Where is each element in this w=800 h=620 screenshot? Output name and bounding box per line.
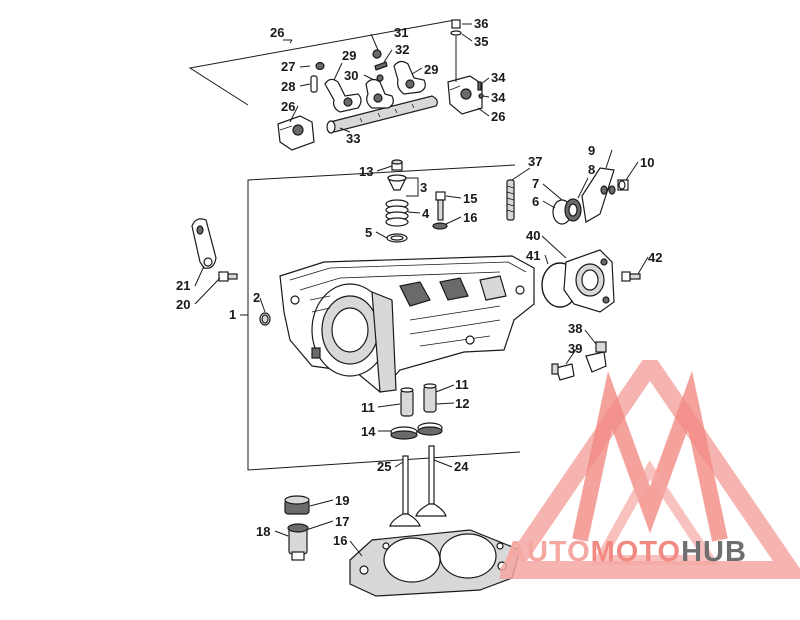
label-28: 28 <box>281 79 295 94</box>
label-1: 1 <box>229 307 236 322</box>
valve-spring-group <box>385 159 409 243</box>
label-14: 14 <box>361 424 376 439</box>
label-41: 40 <box>526 228 540 243</box>
label-4: 4 <box>422 206 430 221</box>
label-23: 24 <box>454 459 469 474</box>
label-17: 16 <box>333 533 347 548</box>
label-36: 35 <box>474 34 488 49</box>
label-21: 20 <box>176 297 190 312</box>
label-32: 32 <box>395 42 409 57</box>
sensor-group <box>551 341 607 381</box>
bolt-group-15-16 <box>432 191 448 230</box>
label-29-left: 29 <box>342 48 356 63</box>
label-9: 9 <box>588 143 595 158</box>
label-35: 34 <box>491 70 506 85</box>
label-26-right: 26 <box>491 109 505 124</box>
watermark-brand: AUTOMOTOHUB <box>505 536 747 569</box>
label-5: 5 <box>365 225 372 240</box>
valve-group <box>389 445 447 527</box>
leader-lines <box>194 23 649 557</box>
label-22: 21 <box>176 278 190 293</box>
watermark-part-auto: AUTO <box>505 536 591 568</box>
label-7: 7 <box>532 176 539 191</box>
stud-38 <box>506 179 515 221</box>
label-42: 41 <box>526 248 540 263</box>
label-12: 12 <box>455 396 469 411</box>
label-10: 10 <box>640 155 654 170</box>
label-31: 31 <box>394 25 408 40</box>
label-30: 30 <box>344 68 358 83</box>
label-37: 36 <box>474 16 488 31</box>
label-34: 34 <box>491 90 506 105</box>
label-8: 8 <box>588 162 595 177</box>
label-43: 42 <box>648 250 662 265</box>
label-11-left: 11 <box>361 400 375 415</box>
tensioner-group <box>552 167 629 225</box>
lifter-group <box>284 495 310 561</box>
label-27: 27 <box>281 59 295 74</box>
label-39: 38 <box>568 321 582 336</box>
label-16: 16 <box>463 210 477 225</box>
bracket-group <box>191 218 271 326</box>
head-gasket <box>349 529 521 597</box>
watermark-logo-icon <box>500 360 800 579</box>
part-labels: 26 27 28 26 29 30 31 32 29 33 36 35 34 3… <box>176 16 662 548</box>
label-18: 17 <box>335 514 349 529</box>
valve-guide-group <box>390 383 443 440</box>
label-11-right: 11 <box>455 377 469 392</box>
label-13: 13 <box>359 164 373 179</box>
cylinder-head <box>279 255 535 393</box>
watermark-part-hub: HUB <box>681 536 747 568</box>
label-38: 37 <box>528 154 542 169</box>
label-19: 18 <box>256 524 270 539</box>
label-3: 3 <box>420 180 427 195</box>
rocker-assembly <box>277 19 484 151</box>
label-2: 2 <box>253 290 260 305</box>
label-26-left: 26 <box>281 99 295 114</box>
label-40: 39 <box>568 341 582 356</box>
label-24: 25 <box>377 459 391 474</box>
label-29-right: 29 <box>424 62 438 77</box>
label-20: 19 <box>335 493 349 508</box>
callout-frames <box>188 19 521 471</box>
label-25: 26 <box>270 25 284 40</box>
thermostat-housing-group <box>541 249 641 313</box>
label-33: 33 <box>346 131 360 146</box>
watermark-part-moto: MOTO <box>590 536 682 568</box>
label-15: 15 <box>463 191 477 206</box>
label-6: 6 <box>532 194 539 209</box>
